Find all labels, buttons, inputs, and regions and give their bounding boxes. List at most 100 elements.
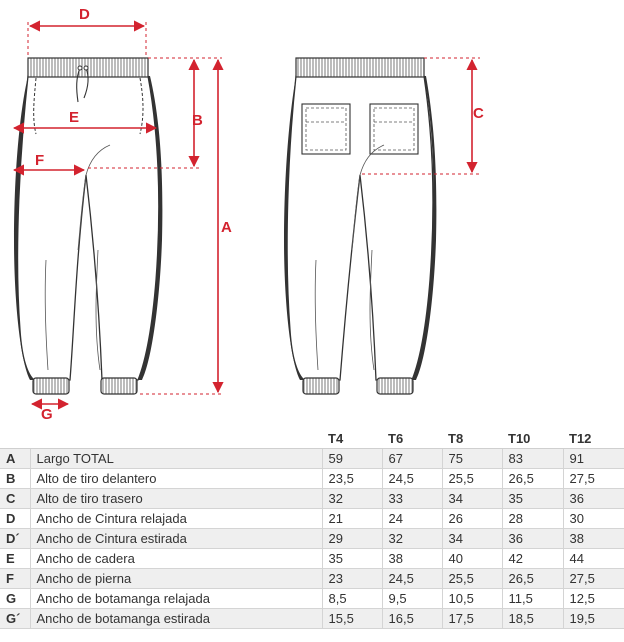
row-value: 35: [501, 488, 563, 509]
row-value: 27,5: [562, 568, 624, 589]
label-f: F: [35, 152, 44, 169]
row-value: 24,5: [381, 468, 442, 489]
header-code: [0, 428, 30, 449]
row-value: 29: [321, 528, 382, 549]
row-value: 19,5: [562, 608, 624, 629]
row-value: 12,5: [562, 588, 624, 609]
row-value: 38: [562, 528, 624, 549]
label-g: G: [41, 406, 53, 420]
front-right-cuff: [100, 377, 138, 395]
back-right-cuff: [376, 377, 414, 395]
row-name: Ancho de botamanga estirada: [29, 608, 322, 629]
back-left-cuff: [302, 377, 340, 395]
row-value: 83: [501, 448, 563, 469]
row-code: C: [0, 488, 30, 509]
row-value: 26,5: [501, 568, 563, 589]
row-value: 8,5: [321, 588, 382, 609]
row-code: G: [0, 588, 30, 609]
row-value: 27,5: [562, 468, 624, 489]
row-value: 25,5: [441, 568, 502, 589]
row-code: D´: [0, 528, 30, 549]
row-value: 9,5: [381, 588, 442, 609]
back-right-pocket: [369, 103, 419, 155]
header-t12: T12: [563, 428, 624, 449]
row-value: 34: [441, 488, 502, 509]
row-value: 75: [441, 448, 502, 469]
size-table-header: T4 T6 T8 T10 T12: [0, 428, 624, 449]
row-value: 38: [381, 548, 442, 569]
row-value: 32: [321, 488, 382, 509]
front-fold-lines: [44, 144, 111, 371]
row-name: Ancho de botamanga relajada: [29, 588, 322, 609]
row-value: 36: [501, 528, 563, 549]
row-name: Ancho de Cintura relajada: [29, 508, 322, 529]
row-value: 59: [321, 448, 382, 469]
row-code: A: [0, 448, 30, 469]
row-value: 15,5: [321, 608, 382, 629]
table-row: G Ancho de botamanga relajada 8,5 9,5 10…: [0, 588, 624, 609]
row-code: G´: [0, 608, 30, 629]
header-t10: T10: [502, 428, 563, 449]
header-t6: T6: [382, 428, 442, 449]
front-left-cuff: [32, 377, 70, 395]
back-left-pocket-stitch: [305, 107, 347, 151]
row-value: 40: [441, 548, 502, 569]
row-value: 17,5: [441, 608, 502, 629]
header-t4: T4: [322, 428, 382, 449]
row-value: 34: [441, 528, 502, 549]
row-value: 26: [441, 508, 502, 529]
row-value: 35: [321, 548, 382, 569]
row-value: 26,5: [501, 468, 563, 489]
dimension-lines: [12, 20, 480, 410]
row-name: Largo TOTAL: [29, 448, 322, 469]
row-value: 21: [321, 508, 382, 529]
pants-diagram: D B A E F G C: [12, 6, 484, 420]
header-t8: T8: [442, 428, 502, 449]
front-pants-outline: [16, 75, 160, 381]
label-d: D: [79, 6, 90, 23]
back-left-pocket: [301, 103, 351, 155]
row-value: 91: [562, 448, 624, 469]
row-value: 24: [381, 508, 442, 529]
back-left-side-stripe: [284, 76, 304, 380]
front-left-side-stripe: [14, 76, 34, 380]
row-value: 33: [381, 488, 442, 509]
row-name: Ancho de Cintura estirada: [29, 528, 322, 549]
header-name: [30, 428, 322, 449]
table-row: C Alto de tiro trasero 32 33 34 35 36: [0, 488, 624, 509]
front-drawstring-eyelet-right: [83, 65, 89, 71]
row-code: F: [0, 568, 30, 589]
row-value: 42: [501, 548, 563, 569]
front-view: [14, 57, 163, 395]
row-code: E: [0, 548, 30, 569]
front-drawstring-eyelet-left: [77, 65, 83, 71]
table-row: B Alto de tiro delantero 23,5 24,5 25,5 …: [0, 468, 624, 489]
row-value: 10,5: [441, 588, 502, 609]
label-b: B: [192, 112, 203, 129]
row-name: Alto de tiro delantero: [29, 468, 322, 489]
row-name: Ancho de cadera: [29, 548, 322, 569]
row-name: Alto de tiro trasero: [29, 488, 322, 509]
row-value: 23: [321, 568, 382, 589]
table-row: D Ancho de Cintura relajada 21 24 26 28 …: [0, 508, 624, 529]
table-row: G´ Ancho de botamanga estirada 15,5 16,5…: [0, 608, 624, 629]
row-value: 11,5: [501, 588, 563, 609]
back-view: [284, 57, 437, 395]
row-value: 36: [562, 488, 624, 509]
label-e: E: [69, 109, 79, 126]
back-right-pocket-stitch: [373, 107, 415, 151]
label-c: C: [473, 105, 484, 122]
table-row: D´ Ancho de Cintura estirada 29 32 34 36…: [0, 528, 624, 549]
table-row: F Ancho de pierna 23 24,5 25,5 26,5 27,5: [0, 568, 624, 589]
back-right-side-stripe: [412, 76, 437, 380]
table-row: E Ancho de cadera 35 38 40 42 44: [0, 548, 624, 569]
row-value: 32: [381, 528, 442, 549]
table-row: A Largo TOTAL 59 67 75 83 91: [0, 448, 624, 469]
label-a: A: [221, 219, 232, 236]
row-value: 67: [381, 448, 442, 469]
row-value: 25,5: [441, 468, 502, 489]
row-name: Ancho de pierna: [29, 568, 322, 589]
row-value: 30: [562, 508, 624, 529]
front-drawstring: [76, 67, 89, 103]
row-value: 16,5: [381, 608, 442, 629]
